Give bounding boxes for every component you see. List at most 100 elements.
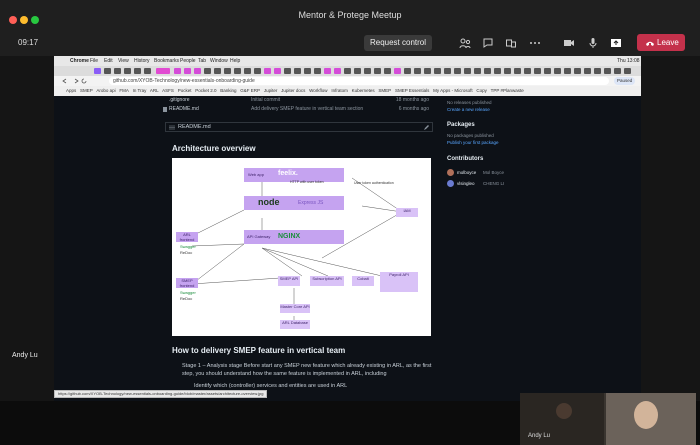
browser-tab[interactable] bbox=[514, 68, 521, 74]
browser-tab[interactable] bbox=[414, 68, 421, 74]
browser-tab[interactable] bbox=[134, 68, 141, 74]
browser-tab[interactable] bbox=[344, 68, 351, 74]
browser-tab[interactable] bbox=[304, 68, 311, 74]
menu-view[interactable]: View bbox=[118, 58, 129, 64]
browser-tab[interactable] bbox=[484, 68, 491, 74]
browser-tab[interactable] bbox=[544, 68, 551, 74]
file-row[interactable]: .gitignore Initial commit 18 months ago bbox=[169, 97, 429, 103]
microphone-icon[interactable] bbox=[587, 37, 599, 49]
browser-tab[interactable] bbox=[274, 68, 281, 74]
request-control-button[interactable]: Request control bbox=[364, 35, 432, 51]
reactions-icon[interactable] bbox=[505, 37, 517, 49]
contributor-row[interactable]: vlsingleo CHENG LI bbox=[447, 180, 607, 188]
bookmark-item[interactable]: ARL bbox=[149, 88, 159, 93]
browser-tab[interactable] bbox=[524, 68, 531, 74]
browser-tab[interactable] bbox=[374, 68, 381, 74]
share-screen-icon[interactable] bbox=[610, 37, 622, 49]
url-input[interactable]: github.com/XYOB-Technology/new-essential… bbox=[109, 77, 609, 85]
bookmark-item[interactable]: SMEP bbox=[378, 88, 392, 93]
edit-pencil-icon[interactable] bbox=[424, 125, 429, 130]
bookmark-item[interactable]: ASFS bbox=[162, 88, 174, 93]
browser-tab[interactable] bbox=[294, 68, 301, 74]
browser-tab[interactable] bbox=[204, 68, 211, 74]
browser-tab[interactable] bbox=[564, 68, 571, 74]
browser-tab[interactable] bbox=[424, 68, 431, 74]
bookmark-item[interactable]: SMEP bbox=[80, 88, 93, 93]
participants-icon[interactable] bbox=[459, 37, 471, 49]
browser-tab[interactable] bbox=[434, 68, 441, 74]
close-window-button[interactable] bbox=[9, 16, 17, 24]
browser-tab[interactable] bbox=[94, 68, 101, 74]
menu-window[interactable]: Window bbox=[210, 58, 228, 64]
bookmark-item[interactable]: In Tray bbox=[132, 88, 147, 93]
bookmark-item[interactable]: My Apps - Microsoft bbox=[433, 88, 473, 93]
browser-tab[interactable] bbox=[194, 68, 201, 74]
camera-icon[interactable] bbox=[563, 37, 575, 49]
leave-button[interactable]: Leave bbox=[637, 34, 685, 51]
browser-tab[interactable] bbox=[144, 68, 151, 74]
browser-tab[interactable] bbox=[614, 68, 621, 74]
browser-tab[interactable] bbox=[254, 68, 261, 74]
bookmark-item[interactable]: Banking bbox=[220, 88, 237, 93]
browser-tab[interactable] bbox=[404, 68, 411, 74]
browser-tab[interactable] bbox=[624, 68, 631, 74]
menu-tab[interactable]: Tab bbox=[198, 58, 207, 64]
bookmark-item[interactable]: Kubernetes bbox=[351, 88, 375, 93]
browser-tab[interactable] bbox=[474, 68, 481, 74]
browser-tab[interactable] bbox=[284, 68, 291, 74]
browser-tab[interactable] bbox=[584, 68, 591, 74]
browser-tab[interactable] bbox=[574, 68, 581, 74]
contributor-row[interactable]: molboyce Mol Boyce bbox=[447, 169, 607, 177]
zoom-window-button[interactable] bbox=[31, 16, 39, 24]
browser-tab[interactable] bbox=[494, 68, 501, 74]
bookmark-item[interactable]: SMEP Essentials bbox=[394, 88, 430, 93]
browser-tab[interactable] bbox=[314, 68, 321, 74]
browser-tab[interactable] bbox=[594, 68, 601, 74]
browser-tab[interactable] bbox=[184, 68, 191, 74]
menu-people[interactable]: People bbox=[180, 58, 196, 64]
browser-tab[interactable] bbox=[174, 68, 181, 74]
bookmark-item[interactable]: Pocket 2.0 bbox=[195, 88, 217, 93]
menu-edit[interactable]: Edit bbox=[104, 58, 113, 64]
browser-tab[interactable] bbox=[114, 68, 121, 74]
bookmark-item[interactable]: Copy bbox=[476, 88, 487, 93]
browser-tab[interactable] bbox=[504, 68, 511, 74]
menu-history[interactable]: History bbox=[134, 58, 150, 64]
browser-tab[interactable] bbox=[104, 68, 111, 74]
browser-tab[interactable] bbox=[534, 68, 541, 74]
browser-tab[interactable] bbox=[394, 68, 401, 74]
create-release-link[interactable]: Create a new release bbox=[447, 107, 490, 112]
bookmark-item[interactable]: Infratom bbox=[331, 88, 348, 93]
profile-paused-badge[interactable]: Paused bbox=[614, 77, 636, 85]
file-row[interactable]: README.md Add delivery SMEP feature in v… bbox=[163, 105, 433, 113]
bookmark-item[interactable]: Pocket bbox=[177, 88, 192, 93]
browser-tab[interactable] bbox=[324, 68, 331, 74]
minimize-window-button[interactable] bbox=[20, 16, 28, 24]
browser-tab[interactable] bbox=[334, 68, 341, 74]
browser-tab[interactable] bbox=[364, 68, 371, 74]
publish-package-link[interactable]: Publish your first package bbox=[447, 140, 499, 145]
bookmark-item[interactable]: Arobo api bbox=[96, 88, 116, 93]
browser-tab[interactable] bbox=[224, 68, 231, 74]
browser-tab[interactable] bbox=[124, 68, 131, 74]
browser-tab[interactable] bbox=[464, 68, 471, 74]
bookmark-item[interactable]: G&F ERP bbox=[240, 88, 261, 93]
self-video-thumbnail[interactable]: Andy Lu bbox=[520, 393, 696, 445]
browser-tab[interactable] bbox=[234, 68, 241, 74]
menu-bookmarks[interactable]: Bookmarks bbox=[154, 58, 180, 64]
bookmark-item[interactable]: Apps bbox=[66, 88, 77, 93]
bookmark-item[interactable]: Jupiter bbox=[263, 88, 278, 93]
browser-tab[interactable] bbox=[454, 68, 461, 74]
bookmark-item[interactable]: Jupiter docs bbox=[281, 88, 306, 93]
list-icon[interactable] bbox=[169, 125, 175, 130]
menu-help[interactable]: Help bbox=[230, 58, 241, 64]
browser-tab[interactable] bbox=[384, 68, 391, 74]
menu-file[interactable]: File bbox=[90, 58, 99, 64]
menu-chrome[interactable]: Chrome bbox=[70, 58, 89, 64]
navigation-arrows-icon[interactable] bbox=[62, 78, 92, 84]
browser-tab-active[interactable] bbox=[156, 68, 170, 74]
browser-tab[interactable] bbox=[264, 68, 271, 74]
browser-tab[interactable] bbox=[554, 68, 561, 74]
bookmark-item[interactable]: TPP #Planwaste bbox=[490, 88, 524, 93]
